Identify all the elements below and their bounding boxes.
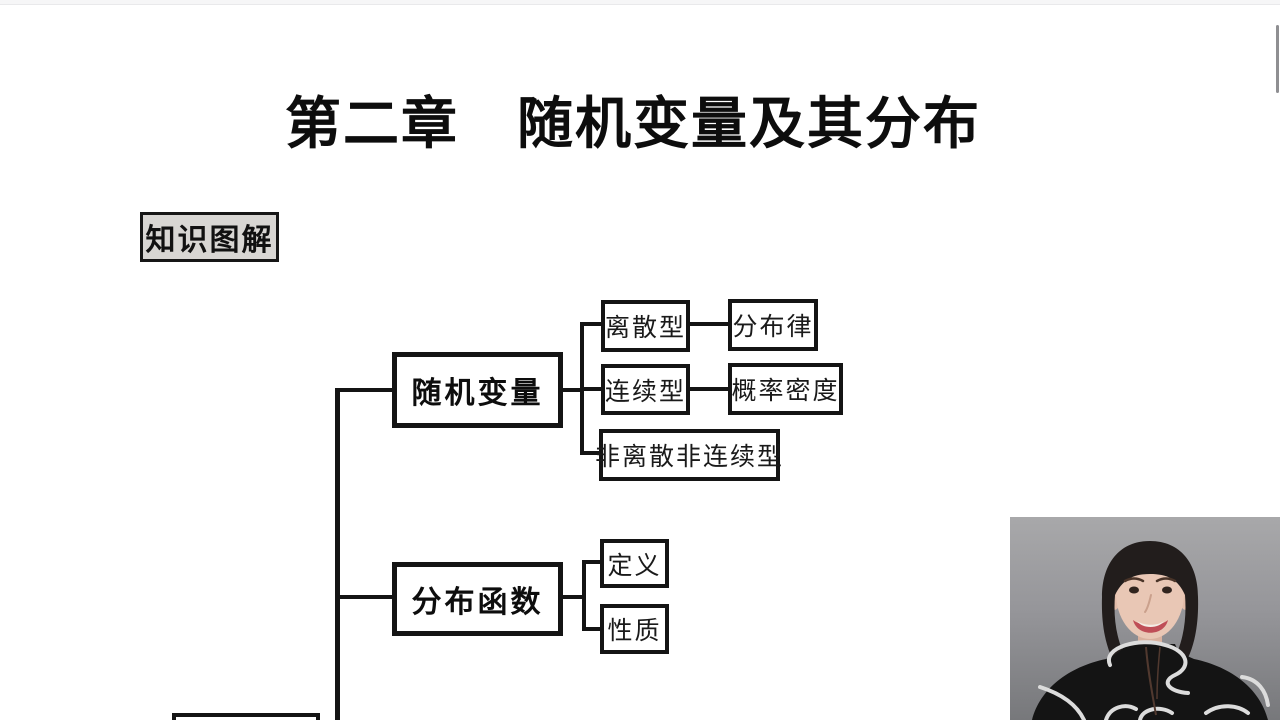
connector-discrete-distribution-law <box>690 322 728 326</box>
scrollbar-thumb[interactable] <box>1276 25 1279 93</box>
node-definition-label: 定义 <box>607 552 662 580</box>
connector-branch-properties <box>586 627 600 631</box>
node-continuous-label: 连续型 <box>605 378 687 406</box>
page-title: 第二章 随机变量及其分布 <box>285 92 981 155</box>
presenter-eye-left <box>1129 586 1139 594</box>
node-distribution-function: 分布函数 <box>392 562 563 636</box>
section-label-text: 知识图解 <box>145 224 274 257</box>
node-distribution-law-label: 分布律 <box>732 314 814 341</box>
node-discrete-label: 离散型 <box>605 315 687 342</box>
connector-branch-definition <box>586 560 600 564</box>
node-random-variable-label: 随机变量 <box>411 377 544 410</box>
connector-trunk-distribution-function <box>337 595 393 599</box>
branch-line-distribution-function <box>582 560 586 631</box>
node-properties-label: 性质 <box>607 618 662 645</box>
node-probability-density: 概率密度 <box>728 363 843 415</box>
webcam-video <box>1010 517 1280 720</box>
node-definition: 定义 <box>600 539 669 588</box>
node-discrete: 离散型 <box>601 300 690 352</box>
node-non-discrete-label: 非离散非连续型 <box>595 444 785 471</box>
connector-branch-discrete <box>584 322 601 326</box>
presenter-hair <box>1101 541 1199 669</box>
presenter-necklace <box>1145 646 1157 716</box>
node-distribution-law: 分布律 <box>728 299 818 351</box>
connector-trunk-random-variable <box>337 388 393 392</box>
branch-line-random-variable <box>580 322 584 455</box>
presenter-illustration <box>1010 517 1280 720</box>
sweater-pattern <box>1038 640 1270 720</box>
node-properties: 性质 <box>600 604 669 654</box>
connector-random-variable-branch <box>563 388 581 392</box>
node-cutoff-bottom <box>172 713 320 720</box>
section-label-box: 知识图解 <box>140 212 279 262</box>
presenter-eyebrow-right <box>1155 577 1177 583</box>
presenter-teeth <box>1137 621 1164 627</box>
top-edge-strip <box>0 0 1280 5</box>
presenter-necklace-strand <box>1156 646 1161 700</box>
node-random-variable: 随机变量 <box>392 352 563 428</box>
presenter-eyebrow-left <box>1123 577 1145 583</box>
connector-distribution-function-branch <box>563 595 582 599</box>
node-distribution-function-label: 分布函数 <box>411 586 544 619</box>
presenter-nose <box>1144 594 1152 613</box>
connector-branch-non-discrete <box>584 451 599 455</box>
node-non-discrete-non-continuous: 非离散非连续型 <box>595 429 782 481</box>
connector-continuous-probability-density <box>690 387 728 391</box>
node-continuous: 连续型 <box>601 364 690 415</box>
diagram-trunk-line <box>335 388 340 720</box>
node-probability-density-label: 概率密度 <box>731 378 840 405</box>
connector-branch-continuous <box>584 387 601 391</box>
presenter-eye-right <box>1162 586 1172 594</box>
